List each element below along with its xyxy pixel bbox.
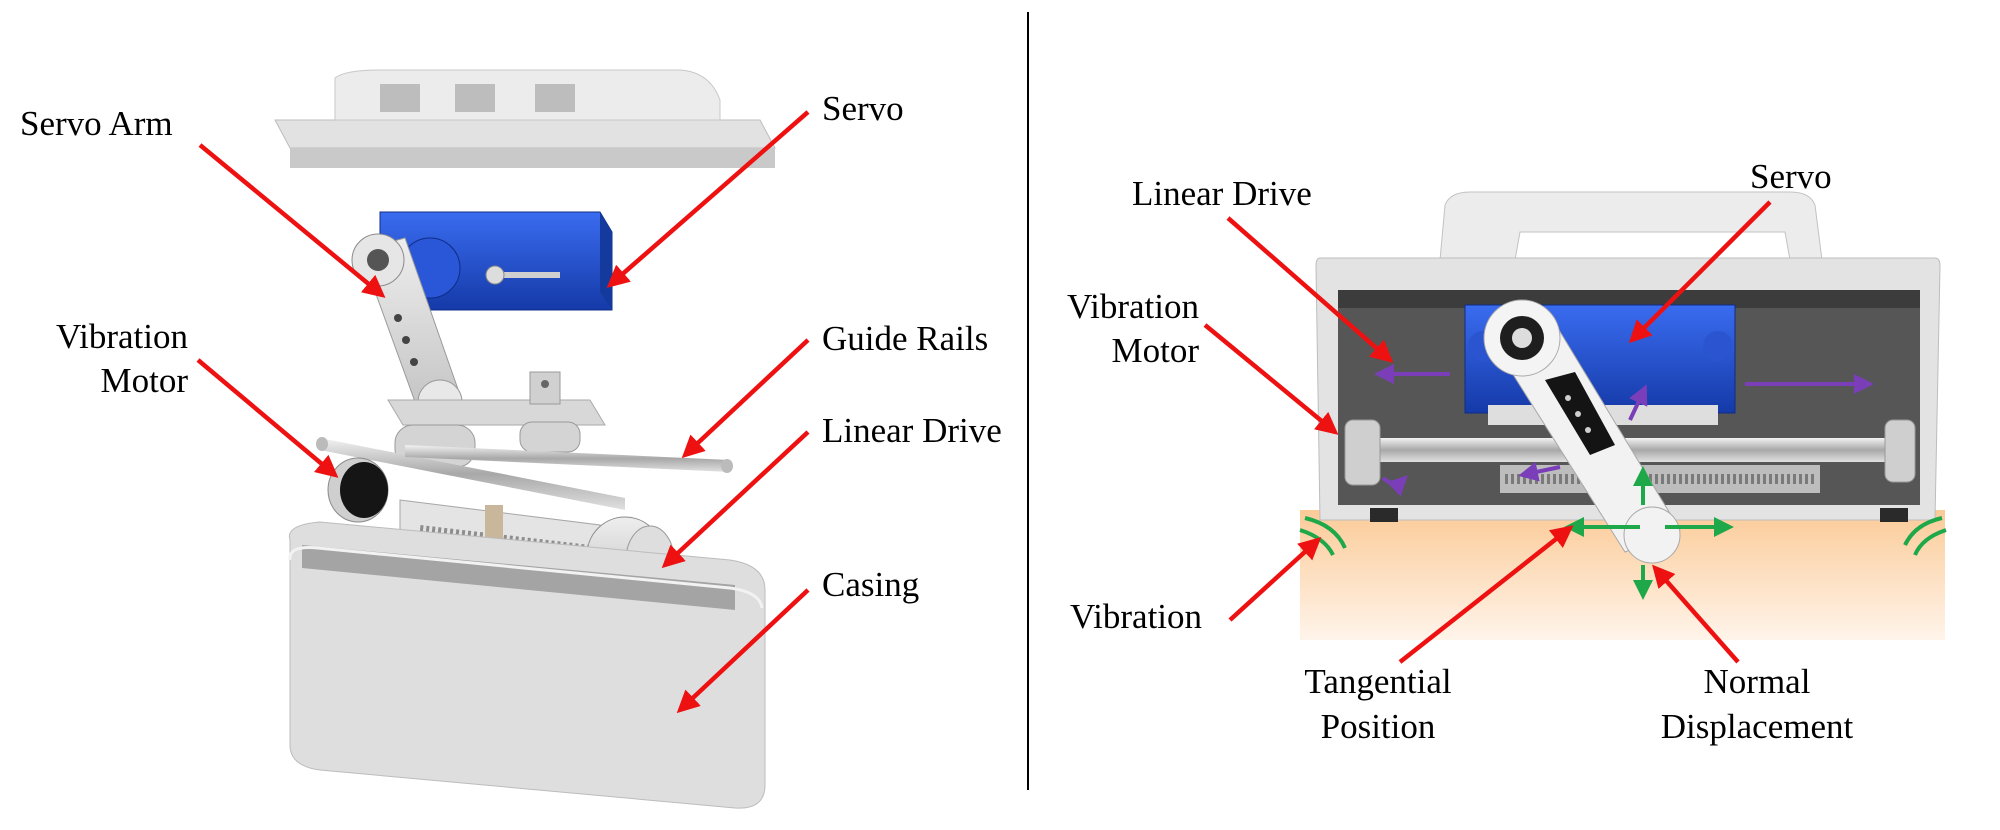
- arrow-servo: [606, 110, 810, 288]
- arrow-casing: [676, 588, 810, 714]
- arrow-tangential-position: [1398, 525, 1574, 664]
- casing-part: [288, 521, 766, 809]
- label-vibration-motor-right-line1: Vibration: [1067, 287, 1199, 326]
- label-linear-drive-right: Linear Drive: [1132, 174, 1312, 213]
- label-servo-arm: Servo Arm: [20, 104, 173, 143]
- left-pointer-arrows: [196, 110, 810, 714]
- guide-rails-part: [316, 437, 733, 510]
- label-guide-rails: Guide Rails: [822, 319, 988, 358]
- purple-arrow-left-bottom: [1518, 461, 1561, 482]
- label-vibration-motor-right-line2: Motor: [1112, 331, 1200, 370]
- label-servo: Servo: [822, 89, 904, 128]
- label-casing: Casing: [822, 565, 919, 604]
- arrow-linear-drive: [661, 430, 810, 569]
- label-normal-line1: Normal: [1704, 662, 1811, 701]
- label-normal-line2: Displacement: [1661, 707, 1854, 746]
- exploded-view-illustration: [274, 69, 776, 809]
- arrow-vibration: [1228, 536, 1322, 622]
- arrow-normal-displacement: [1652, 564, 1740, 664]
- right-pointer-arrows: [1203, 200, 1772, 664]
- purple-motion-arrows: [1374, 364, 1874, 497]
- assembled-view-illustration: [1300, 191, 1945, 640]
- purple-arrow-curve: [1381, 475, 1408, 497]
- label-vibration-motor-line2: Motor: [101, 361, 189, 400]
- green-vibration-arcs-right: [1903, 516, 1947, 556]
- label-linear-drive: Linear Drive: [822, 411, 1002, 450]
- arrow-servo-arm: [198, 143, 386, 298]
- lid-part: [274, 69, 776, 168]
- arrow-guide-rails: [681, 338, 810, 459]
- arrow-vibration-motor-right: [1203, 323, 1339, 435]
- purple-arrow-up: [1628, 384, 1648, 421]
- label-tangential-line1: Tangential: [1304, 662, 1451, 701]
- label-servo-right: Servo: [1750, 157, 1832, 196]
- label-vibration-motor-line1: Vibration: [56, 317, 188, 356]
- servo-arm-section: [1483, 299, 1681, 564]
- arrow-servo-right: [1628, 200, 1772, 344]
- arrow-vibration-motor: [196, 358, 339, 478]
- arrow-linear-drive-right: [1226, 216, 1394, 363]
- label-vibration: Vibration: [1070, 597, 1202, 636]
- vibration-motor-part: [327, 457, 389, 523]
- label-tangential-line2: Position: [1321, 707, 1436, 746]
